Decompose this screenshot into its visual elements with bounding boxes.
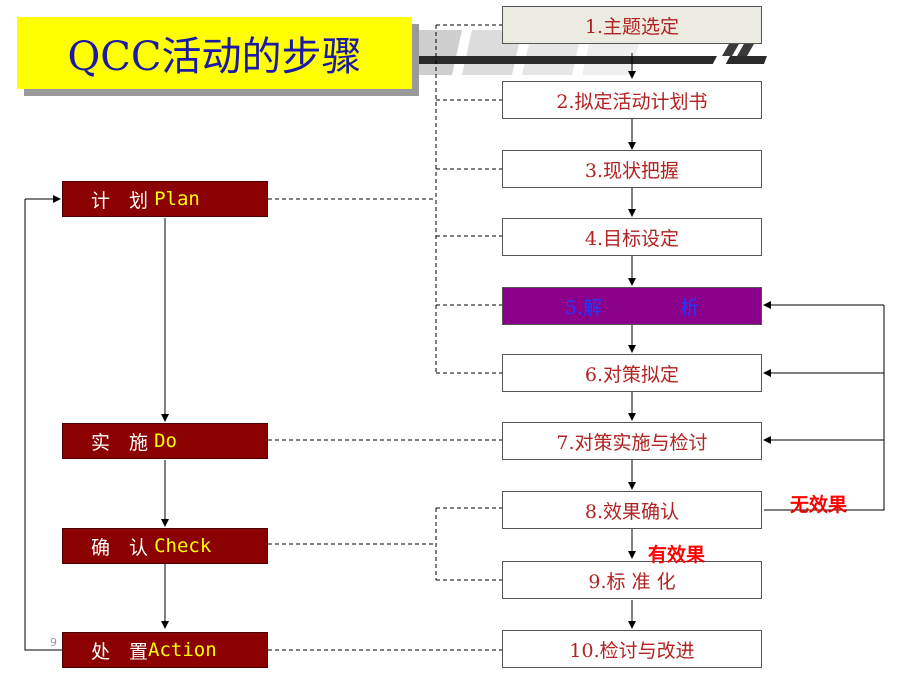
step-9-standardization: 9.标 准 化: [502, 561, 762, 599]
step-8-effect-confirmation: 8.效果确认: [502, 491, 762, 529]
phase-do-en: Do: [154, 430, 177, 452]
step-2-activity-plan: 2.拟定活动计划书: [502, 81, 762, 119]
phase-plan: 计 划 Plan: [62, 181, 268, 217]
step-1-topic-selection: 1.主题选定: [502, 6, 762, 44]
phase-check-zh: 确 认: [91, 536, 149, 559]
phase-plan-zh: 计 划: [91, 189, 149, 212]
page-number: 9: [50, 636, 57, 649]
step-6-countermeasure-plan: 6.对策拟定: [502, 354, 762, 392]
phase-check-en: Check: [154, 535, 212, 557]
step-10-review-improvement: 10.检讨与改进: [502, 630, 762, 668]
step-5-label-b: 析: [680, 296, 700, 319]
step-5-label-a: 5.解: [564, 296, 603, 319]
no-effect-label: 无效果: [790, 494, 848, 516]
phase-action-zh: 处 置: [91, 640, 149, 663]
step-3-current-status: 3.现状把握: [502, 150, 762, 188]
phase-do-zh: 实 施: [91, 431, 149, 454]
phase-action-en: Action: [148, 639, 217, 661]
phase-do: 实 施 Do: [62, 423, 268, 459]
phase-plan-en: Plan: [154, 188, 200, 210]
step-4-goal-setting: 4.目标设定: [502, 218, 762, 256]
effective-label: 有效果: [648, 544, 706, 566]
step-7-countermeasure-implementation: 7.对策实施与检讨: [502, 422, 762, 460]
step-5-analysis: 5.解 析: [502, 287, 762, 325]
page-title: QCC活动的步骤: [17, 17, 412, 89]
phase-check: 确 认 Check: [62, 528, 268, 564]
